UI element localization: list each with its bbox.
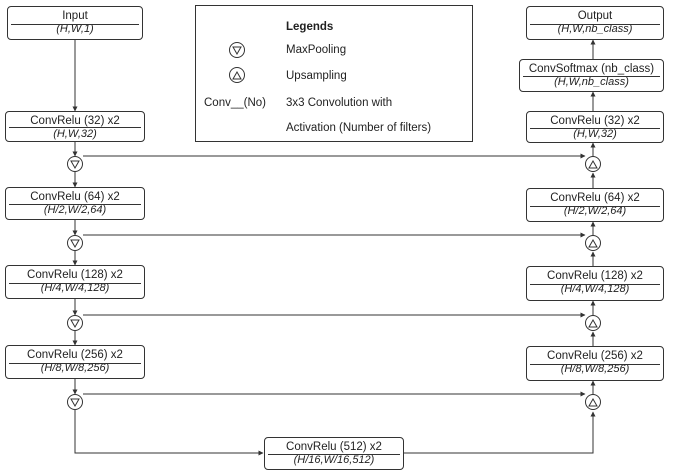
maxpool-icon — [67, 235, 83, 251]
node-bottom-shape: (H/16,W/16,512) — [293, 454, 375, 466]
legend-conv-key: Conv__(No) — [204, 97, 266, 109]
upsampling-icon — [585, 315, 601, 331]
node-input-shape: (H,W,1) — [56, 23, 94, 35]
upsampling-icon — [585, 235, 601, 251]
node-enc2-shape: (H/2,W/2,64) — [43, 204, 107, 216]
node-bottom-name: ConvRelu (512) x2 — [286, 441, 382, 453]
node-dec1-shape: (H,W,32) — [573, 128, 617, 140]
node-enc2: ConvRelu (64) x2 (H/2,W/2,64) — [5, 187, 145, 220]
edge-bottom-up4 — [404, 411, 596, 454]
legend-conv-desc-2: Activation (Number of filters) — [286, 122, 432, 134]
node-dec3: ConvRelu (128) x2 (H/4,W/4,128) — [526, 266, 664, 301]
node-enc3: ConvRelu (128) x2 (H/4,W/4,128) — [5, 265, 145, 299]
legend-conv-desc-1: 3x3 Convolution with — [286, 97, 393, 109]
node-enc1-name: ConvRelu (32) x2 — [30, 115, 120, 127]
node-enc1: ConvRelu (32) x2 (H,W,32) — [5, 111, 145, 142]
node-output-name: Output — [577, 10, 613, 22]
maxpool-icon — [67, 315, 83, 331]
legend-box: Legends MaxPooling Upsampling Conv__(No)… — [195, 5, 473, 142]
maxpool-icon — [67, 394, 83, 410]
upsampling-icon — [585, 156, 601, 172]
node-output-shape: (H,W,nb_class) — [557, 23, 633, 35]
node-enc4-shape: (H/8,W/8,256) — [40, 362, 110, 374]
upsampling-icon — [229, 67, 245, 83]
legend-title: Legends — [286, 21, 334, 33]
node-dec2-name: ConvRelu (64) x2 — [550, 192, 640, 204]
legend-maxpool-label: MaxPooling — [286, 44, 347, 56]
node-enc4-name: ConvRelu (256) x2 — [27, 349, 123, 361]
node-input-name: Input — [62, 10, 88, 22]
node-dec3-shape: (H/4,W/4,128) — [560, 283, 630, 295]
node-enc3-shape: (H/4,W/4,128) — [40, 282, 110, 294]
edge-pool4-bottom — [74, 410, 264, 456]
node-dec4-name: ConvRelu (256) x2 — [547, 350, 643, 362]
maxpool-icon — [229, 42, 245, 58]
node-dec2-shape: (H/2,W/2,64) — [563, 205, 627, 217]
node-dec2: ConvRelu (64) x2 (H/2,W/2,64) — [526, 188, 664, 222]
node-output: Output (H,W,nb_class) — [526, 6, 664, 40]
maxpool-icon — [67, 156, 83, 172]
node-enc3-name: ConvRelu (128) x2 — [27, 269, 123, 281]
node-dec4-shape: (H/8,W/8,256) — [560, 363, 630, 375]
node-dec4: ConvRelu (256) x2 (H/8,W/8,256) — [526, 346, 664, 381]
node-softmax-shape: (H,W,nb_class) — [554, 76, 629, 88]
node-softmax-name: ConvSoftmax (nb_class) — [528, 63, 655, 75]
node-softmax: ConvSoftmax (nb_class) (H,W,nb_class) — [519, 59, 664, 92]
node-input: Input (H,W,1) — [7, 6, 143, 40]
upsampling-icon — [585, 394, 601, 410]
node-dec1-name: ConvRelu (32) x2 — [550, 115, 640, 127]
legend-upsampling-label: Upsampling — [286, 70, 347, 82]
node-bottom: ConvRelu (512) x2 (H/16,W/16,512) — [264, 437, 404, 470]
node-enc4: ConvRelu (256) x2 (H/8,W/8,256) — [5, 345, 145, 379]
node-enc1-shape: (H,W,32) — [53, 128, 97, 140]
node-dec1: ConvRelu (32) x2 (H,W,32) — [526, 111, 664, 143]
node-enc2-name: ConvRelu (64) x2 — [30, 191, 120, 203]
node-dec3-name: ConvRelu (128) x2 — [547, 270, 643, 282]
